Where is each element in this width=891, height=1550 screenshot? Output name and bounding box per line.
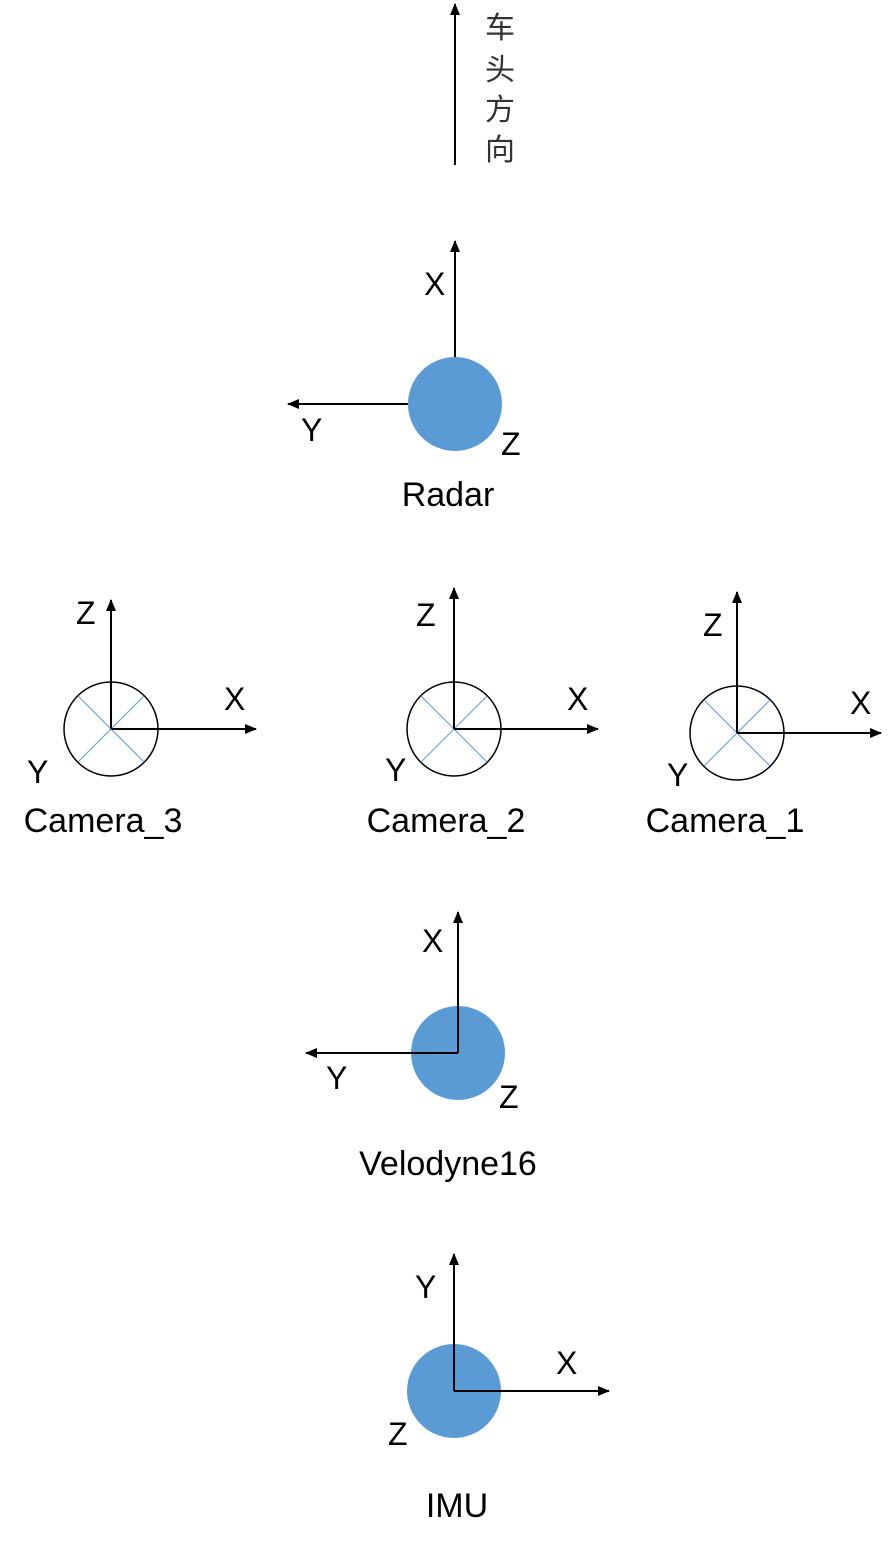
velodyne16-frame: X Y Z Velodyne16 xyxy=(305,911,537,1183)
camera-3-x-label: X xyxy=(224,681,245,717)
imu-z-label: Z xyxy=(388,1416,408,1452)
radar-x-label: X xyxy=(424,266,445,302)
camera-2-x-label: X xyxy=(567,681,588,717)
imu-y-label: Y xyxy=(415,1269,436,1305)
camera-3-z-label: Z xyxy=(76,595,96,631)
radar-y-label: Y xyxy=(301,412,322,448)
camera-3-frame: Z X Y Camera_3 xyxy=(24,595,257,840)
radar-name: Radar xyxy=(402,476,495,514)
camera-1-z-label: Z xyxy=(703,607,723,643)
camera-2-frame: Z X Y Camera_2 xyxy=(367,587,599,840)
velodyne16-name: Velodyne16 xyxy=(359,1145,537,1183)
imu-x-label: X xyxy=(556,1345,577,1381)
heading-char-1: 车 xyxy=(485,11,515,46)
camera-1-frame: Z X Y Camera_1 xyxy=(646,591,882,840)
camera-1-y-label: Y xyxy=(667,757,688,793)
radar-z-label: Z xyxy=(501,426,521,462)
heading-char-4: 向 xyxy=(485,133,515,168)
radar-body xyxy=(408,357,502,451)
radar-frame: X Y Z Radar xyxy=(287,240,521,514)
velodyne16-y-label: Y xyxy=(326,1060,347,1096)
camera-3-name: Camera_3 xyxy=(24,802,183,840)
imu-frame: Y X Z IMU xyxy=(388,1253,610,1525)
camera-3-y-label: Y xyxy=(27,754,48,790)
camera-1-x-label: X xyxy=(850,685,871,721)
camera-2-z-label: Z xyxy=(416,597,436,633)
heading-char-2: 头 xyxy=(485,53,515,88)
heading-indicator: 车 头 方 向 xyxy=(450,3,515,168)
imu-name: IMU xyxy=(426,1487,488,1525)
camera-2-name: Camera_2 xyxy=(367,802,526,840)
heading-char-3: 方 xyxy=(485,93,515,128)
velodyne16-x-label: X xyxy=(422,923,443,959)
camera-2-y-label: Y xyxy=(385,752,406,788)
camera-1-name: Camera_1 xyxy=(646,802,805,840)
velodyne16-z-label: Z xyxy=(499,1079,519,1115)
